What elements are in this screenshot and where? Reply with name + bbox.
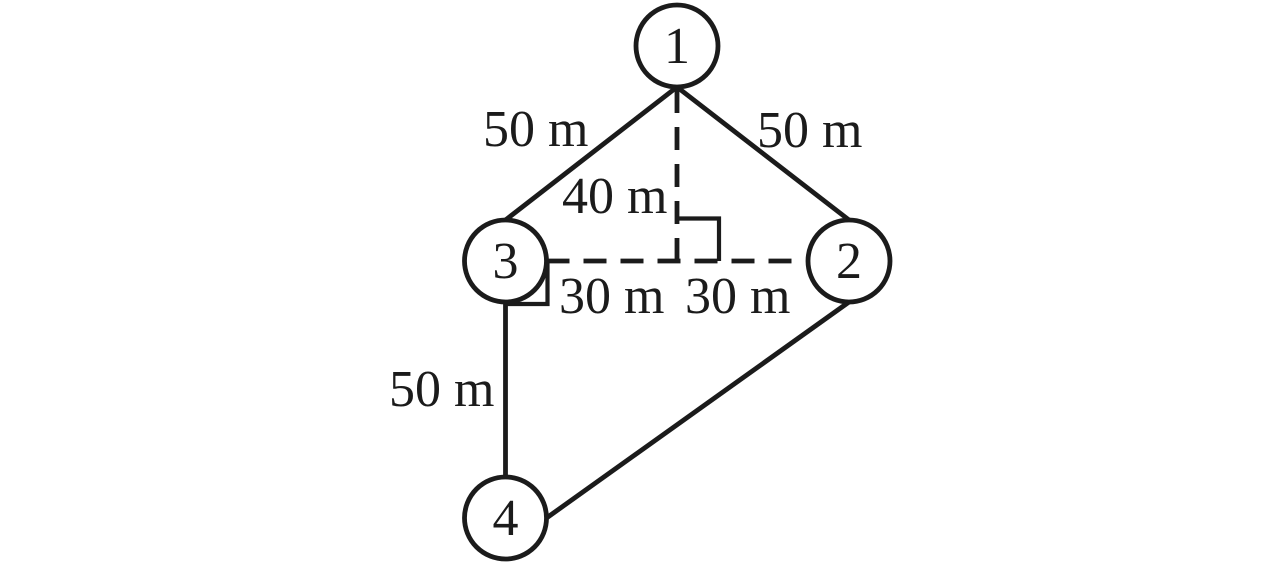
node-1-circle <box>633 2 721 90</box>
edge-1-3-length-label: 50 m <box>483 101 588 158</box>
node-2-circle <box>805 217 893 305</box>
base-left-half-length-label: 30 m <box>559 268 664 325</box>
altitude-length-label: 40 m <box>562 168 667 225</box>
node-3-circle <box>462 217 549 305</box>
edge-1-3 <box>504 85 679 222</box>
node-4-circle <box>462 474 549 562</box>
node-1-label: 1 <box>664 18 690 75</box>
node-3-label: 3 <box>493 233 519 290</box>
node-2-label: 2 <box>836 233 862 290</box>
edge-3-4-length-label: 50 m <box>389 361 494 418</box>
node-4-label: 4 <box>493 490 519 547</box>
edge-1-2 <box>675 85 851 222</box>
right-angle-mark-node-3 <box>505 261 550 307</box>
edge-4-2 <box>545 300 851 520</box>
edge-1-2-length-label: 50 m <box>757 102 862 159</box>
right-angle-mark-altitude-foot <box>677 216 722 261</box>
base-right-half-length-label: 30 m <box>685 268 790 325</box>
